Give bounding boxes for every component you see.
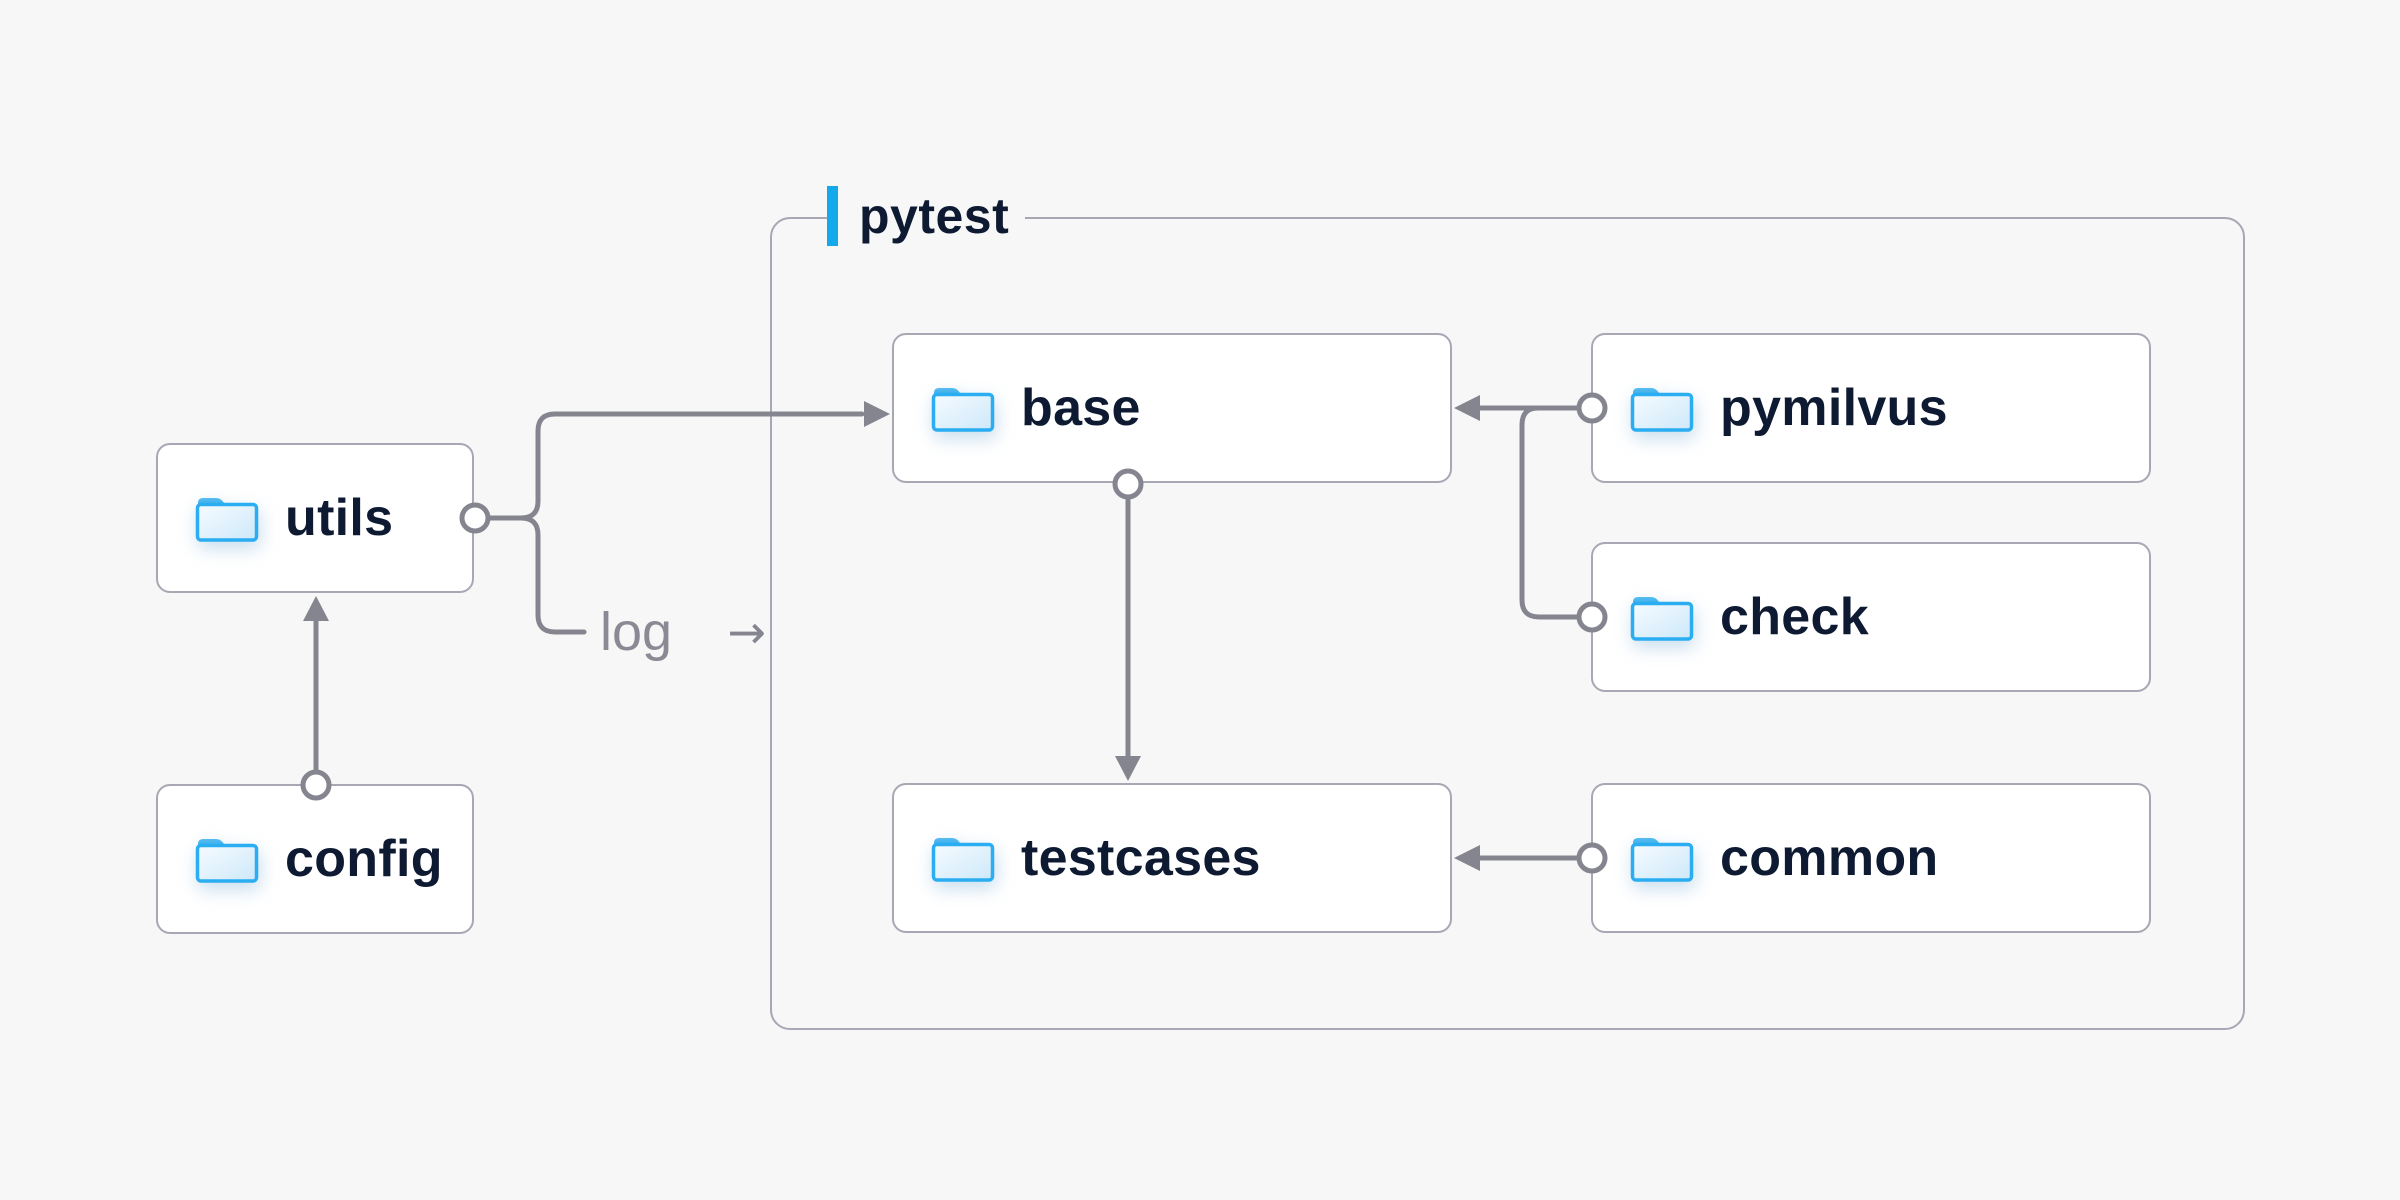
node-label: common: [1720, 829, 1939, 887]
folder-icon: [194, 493, 260, 543]
group-title: pytest: [859, 188, 1010, 244]
node-label: testcases: [1021, 829, 1261, 887]
node-label: pymilvus: [1720, 379, 1948, 437]
node-label: base: [1021, 379, 1141, 437]
folder-icon: [930, 833, 996, 883]
edge-config-utils: [300, 596, 332, 801]
edge-label-log: log →: [600, 597, 766, 667]
node-config[interactable]: config: [156, 784, 474, 934]
folder-icon: [1629, 383, 1695, 433]
group-pytest-label: pytest: [827, 186, 1026, 246]
node-check[interactable]: check: [1591, 542, 2151, 692]
node-base[interactable]: base: [892, 333, 1452, 483]
node-utils[interactable]: utils: [156, 443, 474, 593]
node-label: config: [285, 830, 443, 888]
node-testcases[interactable]: testcases: [892, 783, 1452, 933]
node-label: check: [1720, 588, 1869, 646]
edge-label-log-text: log: [600, 602, 673, 662]
node-common[interactable]: common: [1591, 783, 2151, 933]
folder-icon: [1629, 592, 1695, 642]
folder-icon: [1629, 833, 1695, 883]
group-accent-bar: [827, 186, 838, 246]
folder-icon: [194, 834, 260, 884]
right-arrow-icon: →: [727, 605, 766, 659]
node-pymilvus[interactable]: pymilvus: [1591, 333, 2151, 483]
node-label: utils: [285, 489, 394, 547]
group-pytest-frame[interactable]: [770, 217, 2245, 1030]
folder-icon: [930, 383, 996, 433]
